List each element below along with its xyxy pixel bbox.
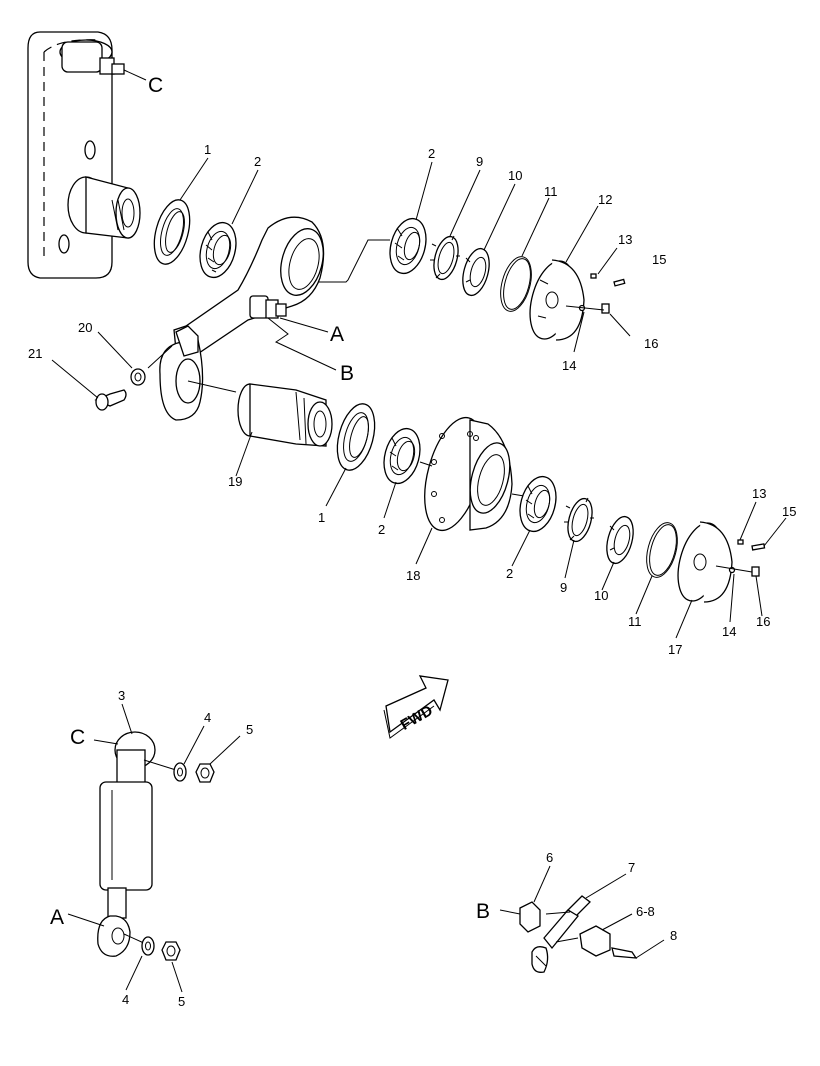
upper-hardware [565,273,626,314]
callout: 9 [560,580,567,595]
callout: 10 [508,168,522,183]
callout: 11 [544,184,558,199]
reference-letters: C A B C A B [50,74,490,929]
callout: 15 [652,252,666,267]
upper-lockwasher-9 [430,235,460,281]
shaft-19 [237,383,333,447]
ref-letter-c: C [148,74,163,97]
callout: 5 [178,994,185,1009]
swing-arm [159,216,325,421]
callout: 11 [628,614,642,629]
callout: 14 [562,358,576,373]
lower-oring-11 [646,522,678,578]
callout: 14 [722,624,736,639]
washer-20 [130,368,146,386]
callout: 2 [378,522,385,537]
ref-letter-a-shock: A [50,906,64,929]
leader-lines [51,157,787,993]
callout: 16 [644,336,658,351]
callout: 7 [628,860,635,875]
upper-oring-11 [500,256,532,312]
callout: 6 [546,850,553,865]
upper-seal-1 [153,199,191,265]
callout: 19 [228,474,242,489]
bolt-21 [94,345,173,411]
hub-18 [419,416,525,532]
callout: 1 [318,510,325,525]
callout: 12 [598,192,612,207]
lower-bearing-2b [519,475,557,533]
lower-nut-10 [606,515,634,565]
callout: 3 [118,688,125,703]
callout: 1 [204,142,211,157]
callout: 9 [476,154,483,169]
stud-c [61,41,147,81]
upper-nut-10 [462,247,490,297]
callout: 21 [28,346,42,361]
callout: 20 [78,320,92,335]
lower-bearing-2a [383,427,421,485]
shock-lower-nut-5 [161,941,181,961]
linkage-assembly [519,895,638,973]
callout: 13 [618,232,632,247]
callout: 16 [756,614,770,629]
upper-bearing-2b [389,217,427,275]
callout: 4 [204,710,211,725]
lower-seal-1 [336,403,376,471]
fwd-arrow-icon: FWD [383,675,449,739]
callout: 5 [246,722,253,737]
callout: 10 [594,588,608,603]
shock-lower-washer-4 [141,936,155,956]
ref-letter-a: A [330,323,344,346]
callout: 4 [122,992,129,1007]
callout: 2 [506,566,513,581]
shock-upper-washer-4 [173,762,187,782]
upper-cap-12 [529,259,585,341]
callout: 15 [782,504,796,519]
ref-letter-b: B [340,362,354,385]
callout: 17 [668,642,682,657]
ref-letter-b-linkage: B [476,900,490,923]
callout: 2 [254,154,261,169]
callout: 13 [752,486,766,501]
shock-absorber [97,731,177,957]
shock-upper-nut-5 [195,763,215,783]
lower-lockwasher-9 [564,497,594,543]
upper-bearing-2a [199,221,237,279]
plate-spindle [67,176,141,239]
callout: 8 [670,928,677,943]
callout: 18 [406,568,420,583]
callout-numbers: 1 2 2 9 10 11 12 13 15 14 16 20 21 19 1 … [28,142,796,1009]
ref-letter-c-shock: C [70,726,85,749]
callout: 2 [428,146,435,161]
callout: 6-8 [636,904,655,919]
lower-cap-17 [677,521,733,603]
